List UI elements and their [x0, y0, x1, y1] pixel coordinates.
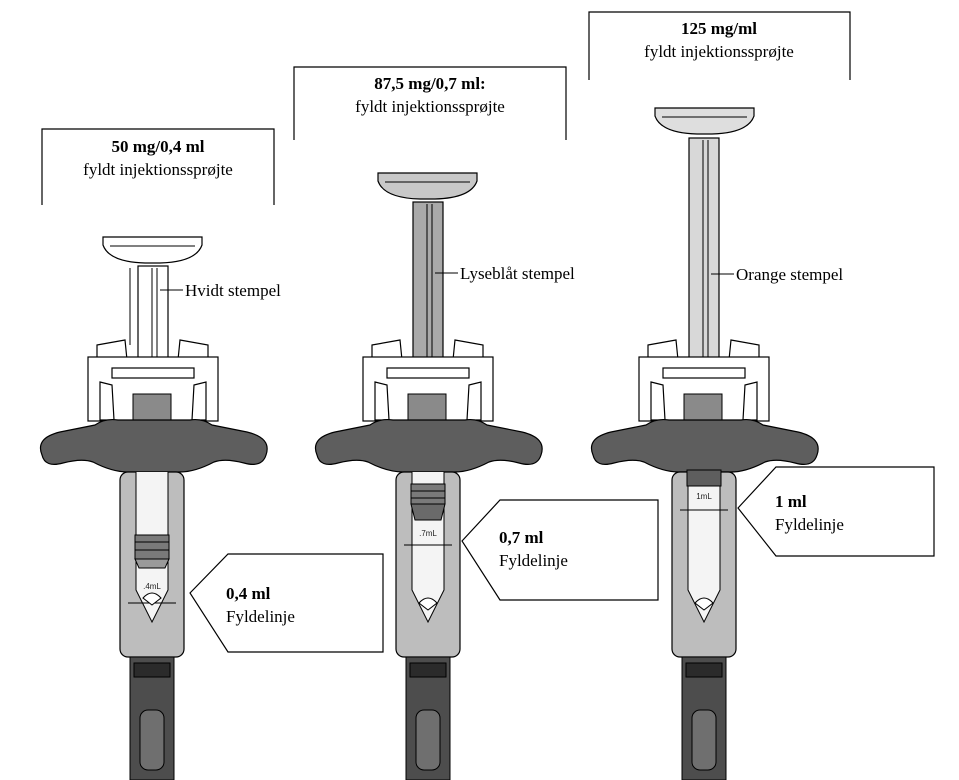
callout-1: [189, 553, 384, 653]
callout-1-label: Fyldelinje: [226, 607, 295, 626]
grip-1: [39, 418, 268, 473]
callout-3: [737, 466, 935, 557]
stopper-1: [134, 534, 170, 560]
syringe-1: .4mL Hvidt stempel 0,4 ml Fyldelinje: [39, 236, 384, 780]
grip-3: [590, 418, 819, 473]
callout-2: [461, 499, 659, 601]
title-2-strength: 87,5 mg/0,7 ml:: [374, 74, 485, 93]
plunger-label-3: Orange stempel: [736, 265, 843, 284]
callout-2-volume: 0,7 ml: [499, 528, 544, 547]
title-frame-1: 50 mg/0,4 ml fyldt injektionssprøjte: [41, 128, 275, 205]
plunger-head-2: [377, 172, 478, 200]
syringe-2: .7mL Lyseblåt stempel 0,7 ml Fyldelinje: [314, 172, 659, 780]
callout-2-label: Fyldelinje: [499, 551, 568, 570]
plunger-label-1: Hvidt stempel: [185, 281, 281, 300]
callout-1-volume: 0,4 ml: [226, 584, 271, 603]
grip-2: [314, 418, 543, 473]
syringe-3: 1mL Orange stempel 1 ml Fyldelinje: [590, 107, 935, 780]
title-frame-3: 125 mg/ml fyldt injektionssprøjte: [588, 11, 851, 80]
plunger-head-3: [654, 107, 755, 135]
title-1-type: fyldt injektionssprøjte: [83, 160, 233, 179]
fill-mark-3: 1mL: [696, 492, 712, 501]
title-3-type: fyldt injektionssprøjte: [644, 42, 794, 61]
title-2-type: fyldt injektionssprøjte: [355, 97, 505, 116]
plunger-label-2: Lyseblåt stempel: [460, 264, 575, 283]
title-1-strength: 50 mg/0,4 ml: [111, 137, 204, 156]
stopper-2: [410, 483, 446, 505]
title-3-strength: 125 mg/ml: [681, 19, 757, 38]
fill-mark-2: .7mL: [419, 529, 437, 538]
stopper-3: [686, 469, 722, 487]
callout-3-volume: 1 ml: [775, 492, 807, 511]
callout-3-label: Fyldelinje: [775, 515, 844, 534]
fill-mark-1: .4mL: [143, 582, 161, 591]
plunger-head-1: [102, 236, 203, 264]
title-frame-2: 87,5 mg/0,7 ml: fyldt injektionssprøjte: [293, 66, 567, 140]
